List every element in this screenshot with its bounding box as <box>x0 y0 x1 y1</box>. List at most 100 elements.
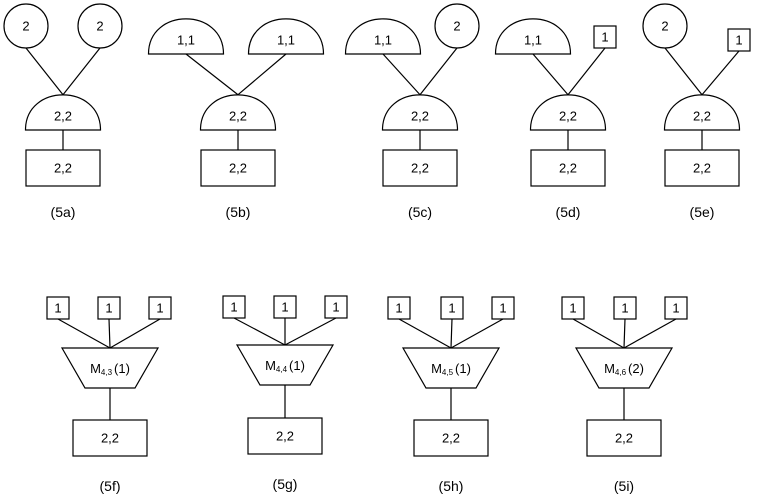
middle-node-dome <box>199 94 277 131</box>
caption: (5f) <box>100 478 121 494</box>
bottom-node-label: 2,2 <box>276 429 294 444</box>
edge-top-2 <box>237 53 287 96</box>
edge-top-2 <box>419 47 458 96</box>
bottom-node-rect <box>413 419 489 457</box>
bottom-node-rect <box>586 419 662 457</box>
top-node-2-label: 2 <box>453 19 460 34</box>
top-node-1-dome <box>494 18 572 55</box>
edge-top-2 <box>108 318 111 349</box>
edge-top-3 <box>109 318 161 349</box>
middle-node-dome <box>381 94 459 131</box>
middle-node-label: M4,4(1) <box>265 358 305 374</box>
top-node-2-label: 1 <box>621 301 628 316</box>
top-node-2-label: 1,1 <box>277 33 295 48</box>
middle-node-label-suffix: (1) <box>114 361 130 376</box>
top-node-1-dome <box>344 18 422 55</box>
top-node-1-label: 1 <box>54 301 61 316</box>
edge-top-1 <box>532 53 569 96</box>
top-node-1-label: 1 <box>395 301 402 316</box>
diagram-5c: 2,22,21,12(5c) <box>344 3 480 220</box>
bottom-node-label: 2,2 <box>615 431 633 446</box>
bottom-node-rect <box>247 417 323 455</box>
diagram-5g: M4,4(1) 2,2 1 1 1 (5g) <box>222 295 348 492</box>
edge-top-2 <box>567 47 606 96</box>
middle-node-label: 2,2 <box>54 109 72 124</box>
top-node-2-label: 2 <box>96 19 103 34</box>
bottom-node-label: 2,2 <box>442 431 460 446</box>
bottom-node-rect <box>200 149 276 187</box>
bottom-node-rect <box>382 149 458 187</box>
top-node-3-label: 1 <box>672 301 679 316</box>
caption: (5i) <box>614 478 634 494</box>
middle-node-label: M4,6(2) <box>604 361 644 377</box>
edge-top-2 <box>62 47 101 96</box>
middle-node-dome <box>24 94 102 131</box>
middle-node-label: 2,2 <box>693 109 711 124</box>
middle-node-label-subscript: 4,6 <box>615 368 627 377</box>
middle-node-trapezoid <box>401 347 501 389</box>
edge-top-1 <box>57 318 111 349</box>
middle-node-label: 2,2 <box>559 109 577 124</box>
middle-node-label-main: M <box>265 358 276 373</box>
edge-top-1 <box>25 47 64 96</box>
edge-top-3 <box>450 318 504 349</box>
middle-node-label-subscript: 4,3 <box>101 368 113 377</box>
middle-node-trapezoid <box>574 347 674 389</box>
edge-top-1 <box>185 53 239 96</box>
middle-node-dome <box>663 94 741 131</box>
diagram-5e: 2,22,221(5e) <box>642 3 751 220</box>
middle-node-label-suffix: (2) <box>628 361 644 376</box>
bottom-node-label: 2,2 <box>411 161 429 176</box>
caption: (5b) <box>226 204 251 220</box>
top-node-2-label: 1 <box>105 301 112 316</box>
top-node-1-dome <box>147 18 225 55</box>
middle-node-label: M4,5(1) <box>431 361 471 377</box>
caption: (5c) <box>408 204 432 220</box>
top-node-1-label: 2 <box>22 19 29 34</box>
top-node-1-label: 1 <box>230 300 237 315</box>
middle-node-label: 2,2 <box>229 109 247 124</box>
top-node-1-label: 1,1 <box>524 33 542 48</box>
edge-top-2 <box>450 318 453 349</box>
bottom-node-rect <box>72 419 148 457</box>
edge-top-1 <box>382 53 421 96</box>
middle-node-label-subscript: 4,5 <box>442 368 454 377</box>
top-node-1-label: 1,1 <box>374 33 392 48</box>
middle-node-dome <box>529 94 607 131</box>
bottom-node-label: 2,2 <box>101 431 119 446</box>
middle-node-label-main: M <box>604 361 615 376</box>
middle-node-label-suffix: (1) <box>455 361 471 376</box>
top-node-1-label: 2 <box>661 19 668 34</box>
middle-node-trapezoid <box>60 347 160 389</box>
middle-node-label-suffix: (1) <box>289 358 305 373</box>
top-node-3-label: 1 <box>499 301 506 316</box>
edge-top-2 <box>701 50 740 96</box>
bottom-node-rect <box>530 149 606 187</box>
top-node-3-label: 1 <box>332 300 339 315</box>
top-node-2-label: 1 <box>281 300 288 315</box>
top-node-2-label: 1 <box>601 30 608 45</box>
caption: (5g) <box>273 476 298 492</box>
bottom-node-label: 2,2 <box>559 161 577 176</box>
caption: (5e) <box>690 204 715 220</box>
top-node-1-label: 1,1 <box>177 33 195 48</box>
middle-node-trapezoid <box>235 344 335 386</box>
middle-node-label: M4,3(1) <box>90 361 130 377</box>
top-node-2-dome <box>247 18 325 55</box>
edge-top-3 <box>623 318 677 349</box>
bottom-node-rect <box>664 149 740 187</box>
caption: (5h) <box>439 478 464 494</box>
edge-top-1 <box>664 47 703 96</box>
edge-top-1 <box>233 317 286 346</box>
edge-top-1 <box>398 318 452 349</box>
bottom-node-rect <box>25 149 101 187</box>
edge-top-2 <box>623 318 626 349</box>
middle-node-label-main: M <box>431 361 442 376</box>
